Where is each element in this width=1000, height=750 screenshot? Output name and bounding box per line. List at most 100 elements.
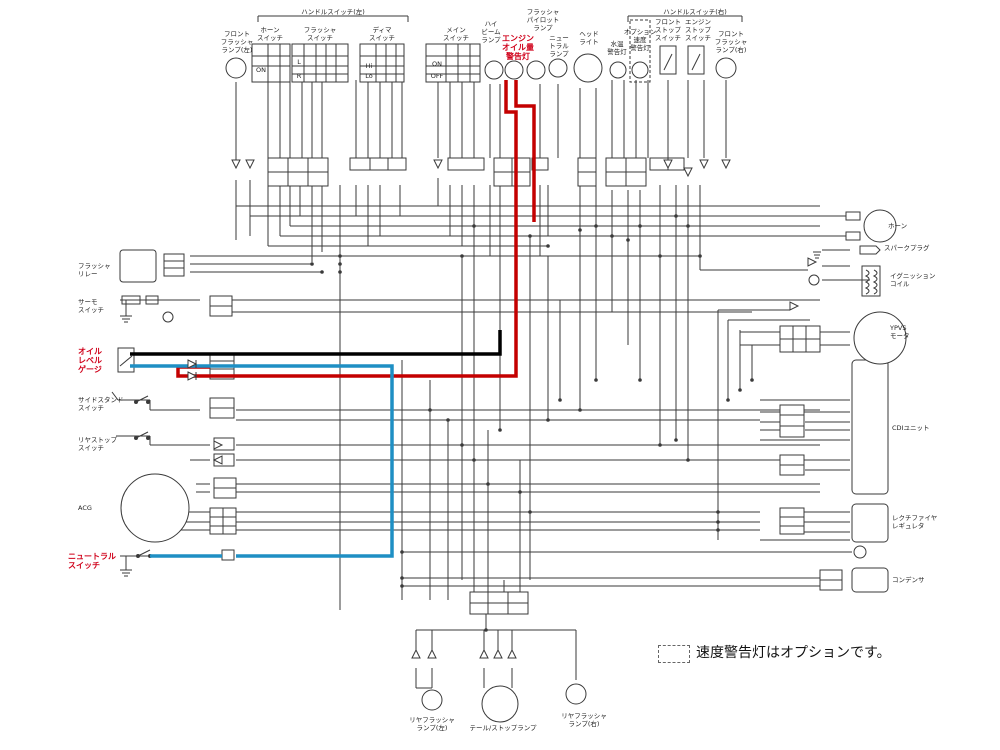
main-off-text: OFF — [430, 72, 444, 80]
junction-dots — [310, 214, 754, 632]
junction-dot — [460, 254, 464, 258]
junction-dot — [546, 244, 550, 248]
rear-flasher-right-label: リヤフラッシャ ランプ(右) — [561, 712, 607, 728]
thermo-ground-marker — [162, 311, 174, 323]
dimmer-switch-label: ディマ スイッチ — [369, 26, 395, 42]
speed-warning-note: 速度警告灯はオプションです。 — [696, 645, 891, 661]
junction-dot — [338, 270, 342, 274]
diode-marker — [721, 159, 731, 170]
junction-dot — [674, 214, 678, 218]
flasher-r-text: R — [296, 72, 302, 80]
tail-stop-lamp — [481, 685, 519, 723]
oil-level-gauge-label: オイル レベル ゲージ — [78, 347, 102, 374]
ground-symbols — [120, 251, 821, 577]
rear-flasher-left-lamp — [421, 689, 443, 711]
junction-dot — [638, 378, 642, 382]
junction-dot — [498, 428, 502, 432]
junction-dot — [472, 458, 476, 462]
flasher-pilot-lamp-label: フラッシャ パイロット ランプ — [526, 8, 560, 32]
ypvs-motor-label: YPVS モータ — [890, 324, 910, 340]
diode-marker — [213, 440, 224, 450]
acg-label: ACG — [78, 504, 92, 512]
diode-marker — [493, 648, 503, 659]
highlighted-wires — [130, 80, 536, 558]
thermo-switch-label: サーモ スイッチ — [78, 298, 104, 314]
rear-flasher-left-label: リヤフラッシャ ランプ(左) — [409, 716, 455, 732]
dimmer-hi-text: Hi — [365, 62, 373, 70]
diode-marker — [807, 257, 818, 267]
engine-stop-switch-label: エンジン ストップ スイッチ — [685, 18, 711, 42]
junction-dot — [558, 398, 562, 402]
diode-marker — [411, 648, 421, 659]
diode-marker — [789, 301, 800, 311]
rear-flasher-right-lamp — [565, 683, 587, 705]
front-stop-switch-label: フロント ストップ スイッチ — [655, 18, 681, 42]
junction-dot — [750, 378, 754, 382]
base-wiring — [111, 15, 870, 689]
side-stand-switch-label: サイドスタンド スイッチ — [78, 396, 124, 412]
dimmer-lo-text: Lo — [365, 72, 373, 80]
neutral-lamp-bulb — [548, 58, 568, 78]
flasher-l-text: L — [297, 58, 301, 66]
junction-dot — [626, 238, 630, 242]
junction-dot — [528, 234, 532, 238]
junction-dot — [716, 520, 720, 524]
oil-warning-lamp-bulb — [504, 60, 524, 80]
junction-dot — [310, 262, 314, 266]
rear-stop-switch-label: リヤストップ スイッチ — [78, 436, 117, 452]
diode-marker — [683, 167, 693, 178]
junction-dot — [400, 584, 404, 588]
oil-diodes — [187, 359, 198, 381]
speed-warning-lamp-bulb — [631, 61, 649, 79]
regulator-marker — [853, 545, 867, 559]
neutral-switch-label: ニュートラル スイッチ — [68, 552, 116, 570]
junction-dot — [338, 254, 342, 258]
diode-marker — [699, 159, 709, 170]
horn-body — [863, 209, 897, 243]
main-switch-label: メイン スイッチ — [443, 26, 469, 42]
head-light-bulb — [573, 53, 603, 83]
lamps — [120, 53, 907, 723]
junction-dot — [674, 438, 678, 442]
optional-indicator-legend-box — [658, 645, 690, 663]
front-flasher-left-label: フロント フラッシャ ランプ(左) — [220, 30, 254, 54]
diode-marker — [663, 159, 673, 170]
junction-dot — [578, 408, 582, 412]
horn-switch-label: ホーン スイッチ — [257, 26, 283, 42]
junction-dot — [400, 576, 404, 580]
tail-stop-lamp-label: テール/ストップランプ — [469, 724, 537, 732]
junction-dot — [594, 224, 598, 228]
ypvs-motor-body — [853, 311, 907, 365]
diode-marker — [479, 648, 489, 659]
junction-dot — [320, 270, 324, 274]
handle-switch-left-label: ハンドルスイッチ(左) — [301, 8, 365, 16]
water-temp-lamp-bulb — [609, 61, 627, 79]
junction-dot — [658, 443, 662, 447]
red-oil-warning-wire-2 — [514, 80, 536, 222]
junction-dot — [698, 254, 702, 258]
junction-dot — [686, 458, 690, 462]
condenser-label: コンデンサ — [892, 576, 925, 584]
diode-marker — [231, 159, 241, 170]
junction-dot — [638, 224, 642, 228]
junction-dot — [686, 224, 690, 228]
junction-dot — [518, 490, 522, 494]
horn-on-text: ON — [256, 66, 266, 74]
main-on-text: ON — [432, 60, 442, 68]
flasher-pilot-lamp-bulb — [526, 60, 546, 80]
diode-marker — [212, 455, 223, 465]
rectifier-regulator-label: レクチファイヤ レギュレタ — [892, 514, 938, 530]
ignition-coil-label: イグニッション コイル — [890, 272, 936, 288]
front-flasher-left-lamp — [225, 57, 247, 79]
junction-dot — [658, 254, 662, 258]
junction-dot — [738, 388, 742, 392]
junction-dot — [338, 262, 342, 266]
blue-neutral-wire — [130, 364, 394, 558]
switch-symbols — [117, 19, 881, 558]
junction-dot — [428, 408, 432, 412]
junction-dot — [546, 418, 550, 422]
flasher-switch-label: フラッシャ スイッチ — [303, 26, 337, 42]
diode-marker — [507, 648, 517, 659]
spark-plug-label: スパークプラグ — [884, 244, 930, 252]
